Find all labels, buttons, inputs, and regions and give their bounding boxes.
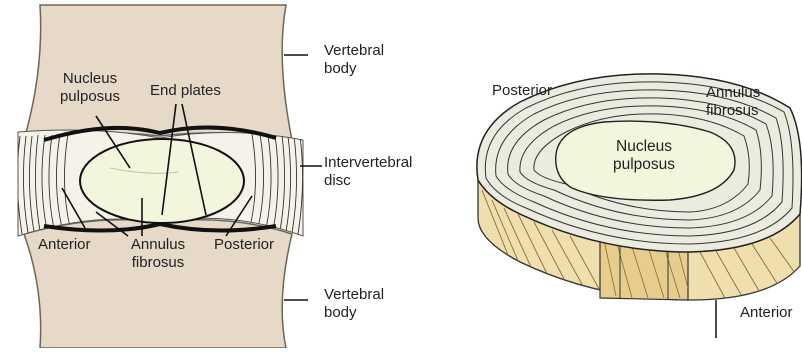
label-annulus-fibrosus-left: Annulus fibrosus [118, 236, 198, 272]
label-vertebral-body-bottom: Vertebral body [324, 286, 384, 322]
label-nucleus-pulposus-left: Nucleus pulposus [48, 70, 132, 106]
label-end-plates: End plates [150, 82, 221, 100]
label-anterior-right: Anterior [740, 304, 793, 322]
label-line: Vertebral [324, 42, 384, 60]
label-posterior-right: Posterior [492, 82, 552, 100]
label-line: Annulus [706, 84, 760, 102]
label-posterior-left: Posterior [214, 236, 274, 254]
label-line: Intervertebral [324, 154, 412, 172]
label-line: Annulus [118, 236, 198, 254]
label-intervertebral-disc: Intervertebral disc [324, 154, 412, 190]
label-line: disc [324, 172, 412, 190]
label-annulus-fibrosus-right: Annulus fibrosus [706, 84, 760, 120]
label-vertebral-body-top: Vertebral body [324, 42, 384, 78]
label-line: fibrosus [706, 102, 760, 120]
label-line: body [324, 304, 384, 322]
label-nucleus-pulposus-right: Nucleus pulposus [594, 138, 694, 174]
label-line: Nucleus [594, 138, 694, 156]
label-line: pulposus [48, 88, 132, 106]
label-anterior-left: Anterior [38, 236, 91, 254]
label-line: pulposus [594, 156, 694, 174]
label-line: Vertebral [324, 286, 384, 304]
label-line: Nucleus [48, 70, 132, 88]
label-line: fibrosus [118, 254, 198, 272]
label-line: body [324, 60, 384, 78]
